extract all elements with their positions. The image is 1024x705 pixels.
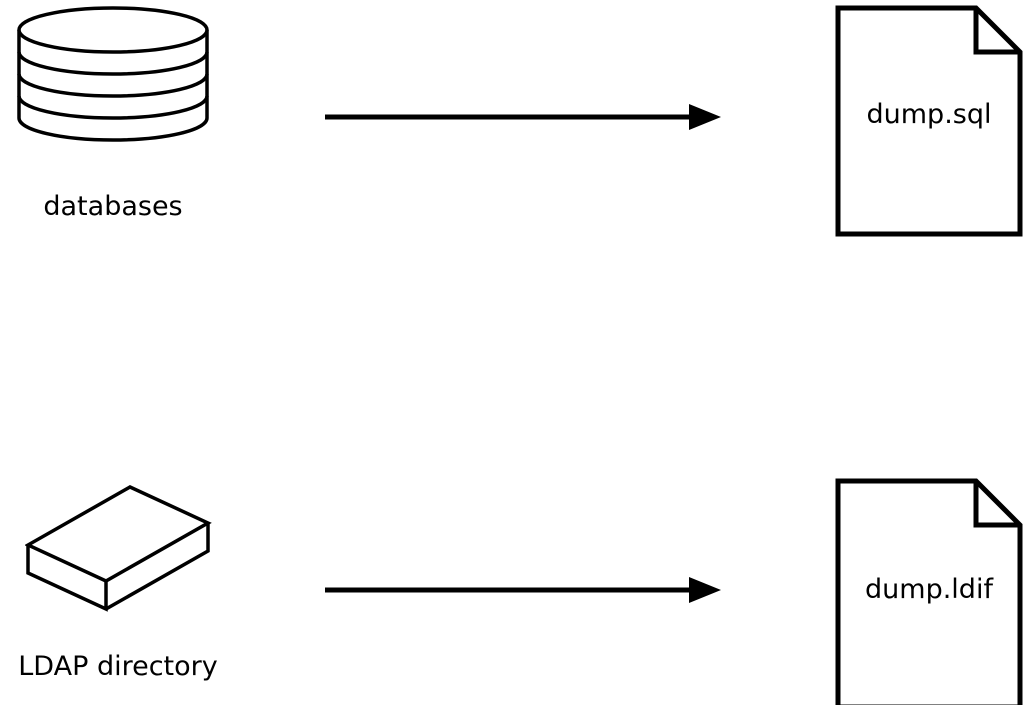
dump-sql-file: dump.sql — [834, 4, 1024, 238]
dump-ldif-filename: dump.ldif — [865, 574, 993, 605]
ldap-box-icon — [25, 485, 212, 612]
ldap-directory-label: LDAP directory — [18, 651, 218, 682]
database-cylinder-icon — [17, 6, 209, 142]
databases-label: databases — [43, 191, 183, 222]
dump-ldif-file: dump.ldif — [834, 477, 1024, 705]
document-icon — [835, 5, 1023, 237]
arrow-ldap-to-dump-ldif-icon — [325, 577, 721, 603]
document-icon — [835, 478, 1023, 705]
dump-sql-filename: dump.sql — [866, 99, 992, 130]
arrow-databases-to-dump-sql-icon — [325, 104, 721, 130]
